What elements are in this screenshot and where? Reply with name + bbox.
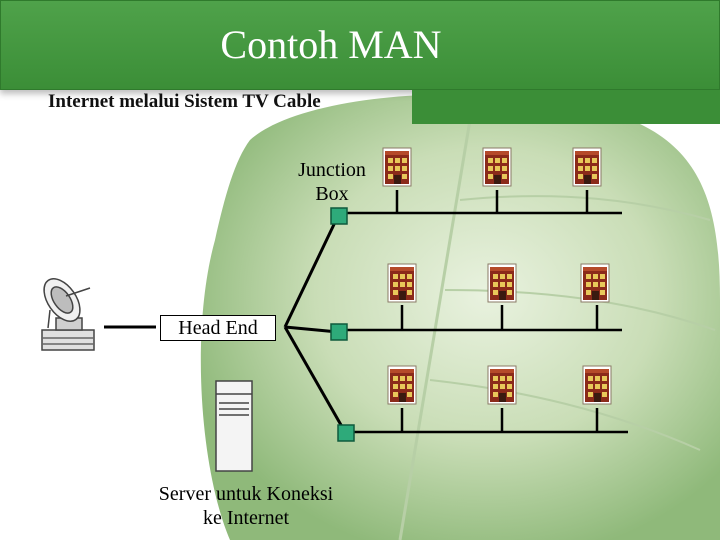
junction-box-icon [330, 207, 348, 225]
junction-box-icon [330, 323, 348, 341]
server-label-text: Server untuk Koneksi ke Internet [158, 483, 334, 529]
building-icon [582, 365, 612, 405]
building-icon [580, 263, 610, 303]
accent-box [412, 90, 720, 124]
trunk-lines [104, 215, 347, 433]
building-icon [382, 147, 412, 187]
junction-box-label: Junction Box [282, 158, 382, 206]
building-icon [487, 263, 517, 303]
junction-box-icon [337, 424, 355, 442]
slide-subtitle: Internet melalui Sistem TV Cable [48, 91, 321, 112]
satellite-dish-icon [41, 278, 95, 351]
building-icon [387, 365, 417, 405]
server-tower-icon [215, 380, 253, 472]
building-icon [487, 365, 517, 405]
building-icon [482, 147, 512, 187]
building-icon [387, 263, 417, 303]
title-bar: Contoh MAN [0, 0, 720, 90]
junction-label-text: Junction Box [298, 159, 366, 205]
slide-title: Contoh MAN [220, 22, 442, 67]
head-end-label: Head End [160, 315, 276, 341]
server-label: Server untuk Koneksi ke Internet [118, 482, 374, 530]
branch-lines [347, 190, 628, 434]
building-icon [572, 147, 602, 187]
